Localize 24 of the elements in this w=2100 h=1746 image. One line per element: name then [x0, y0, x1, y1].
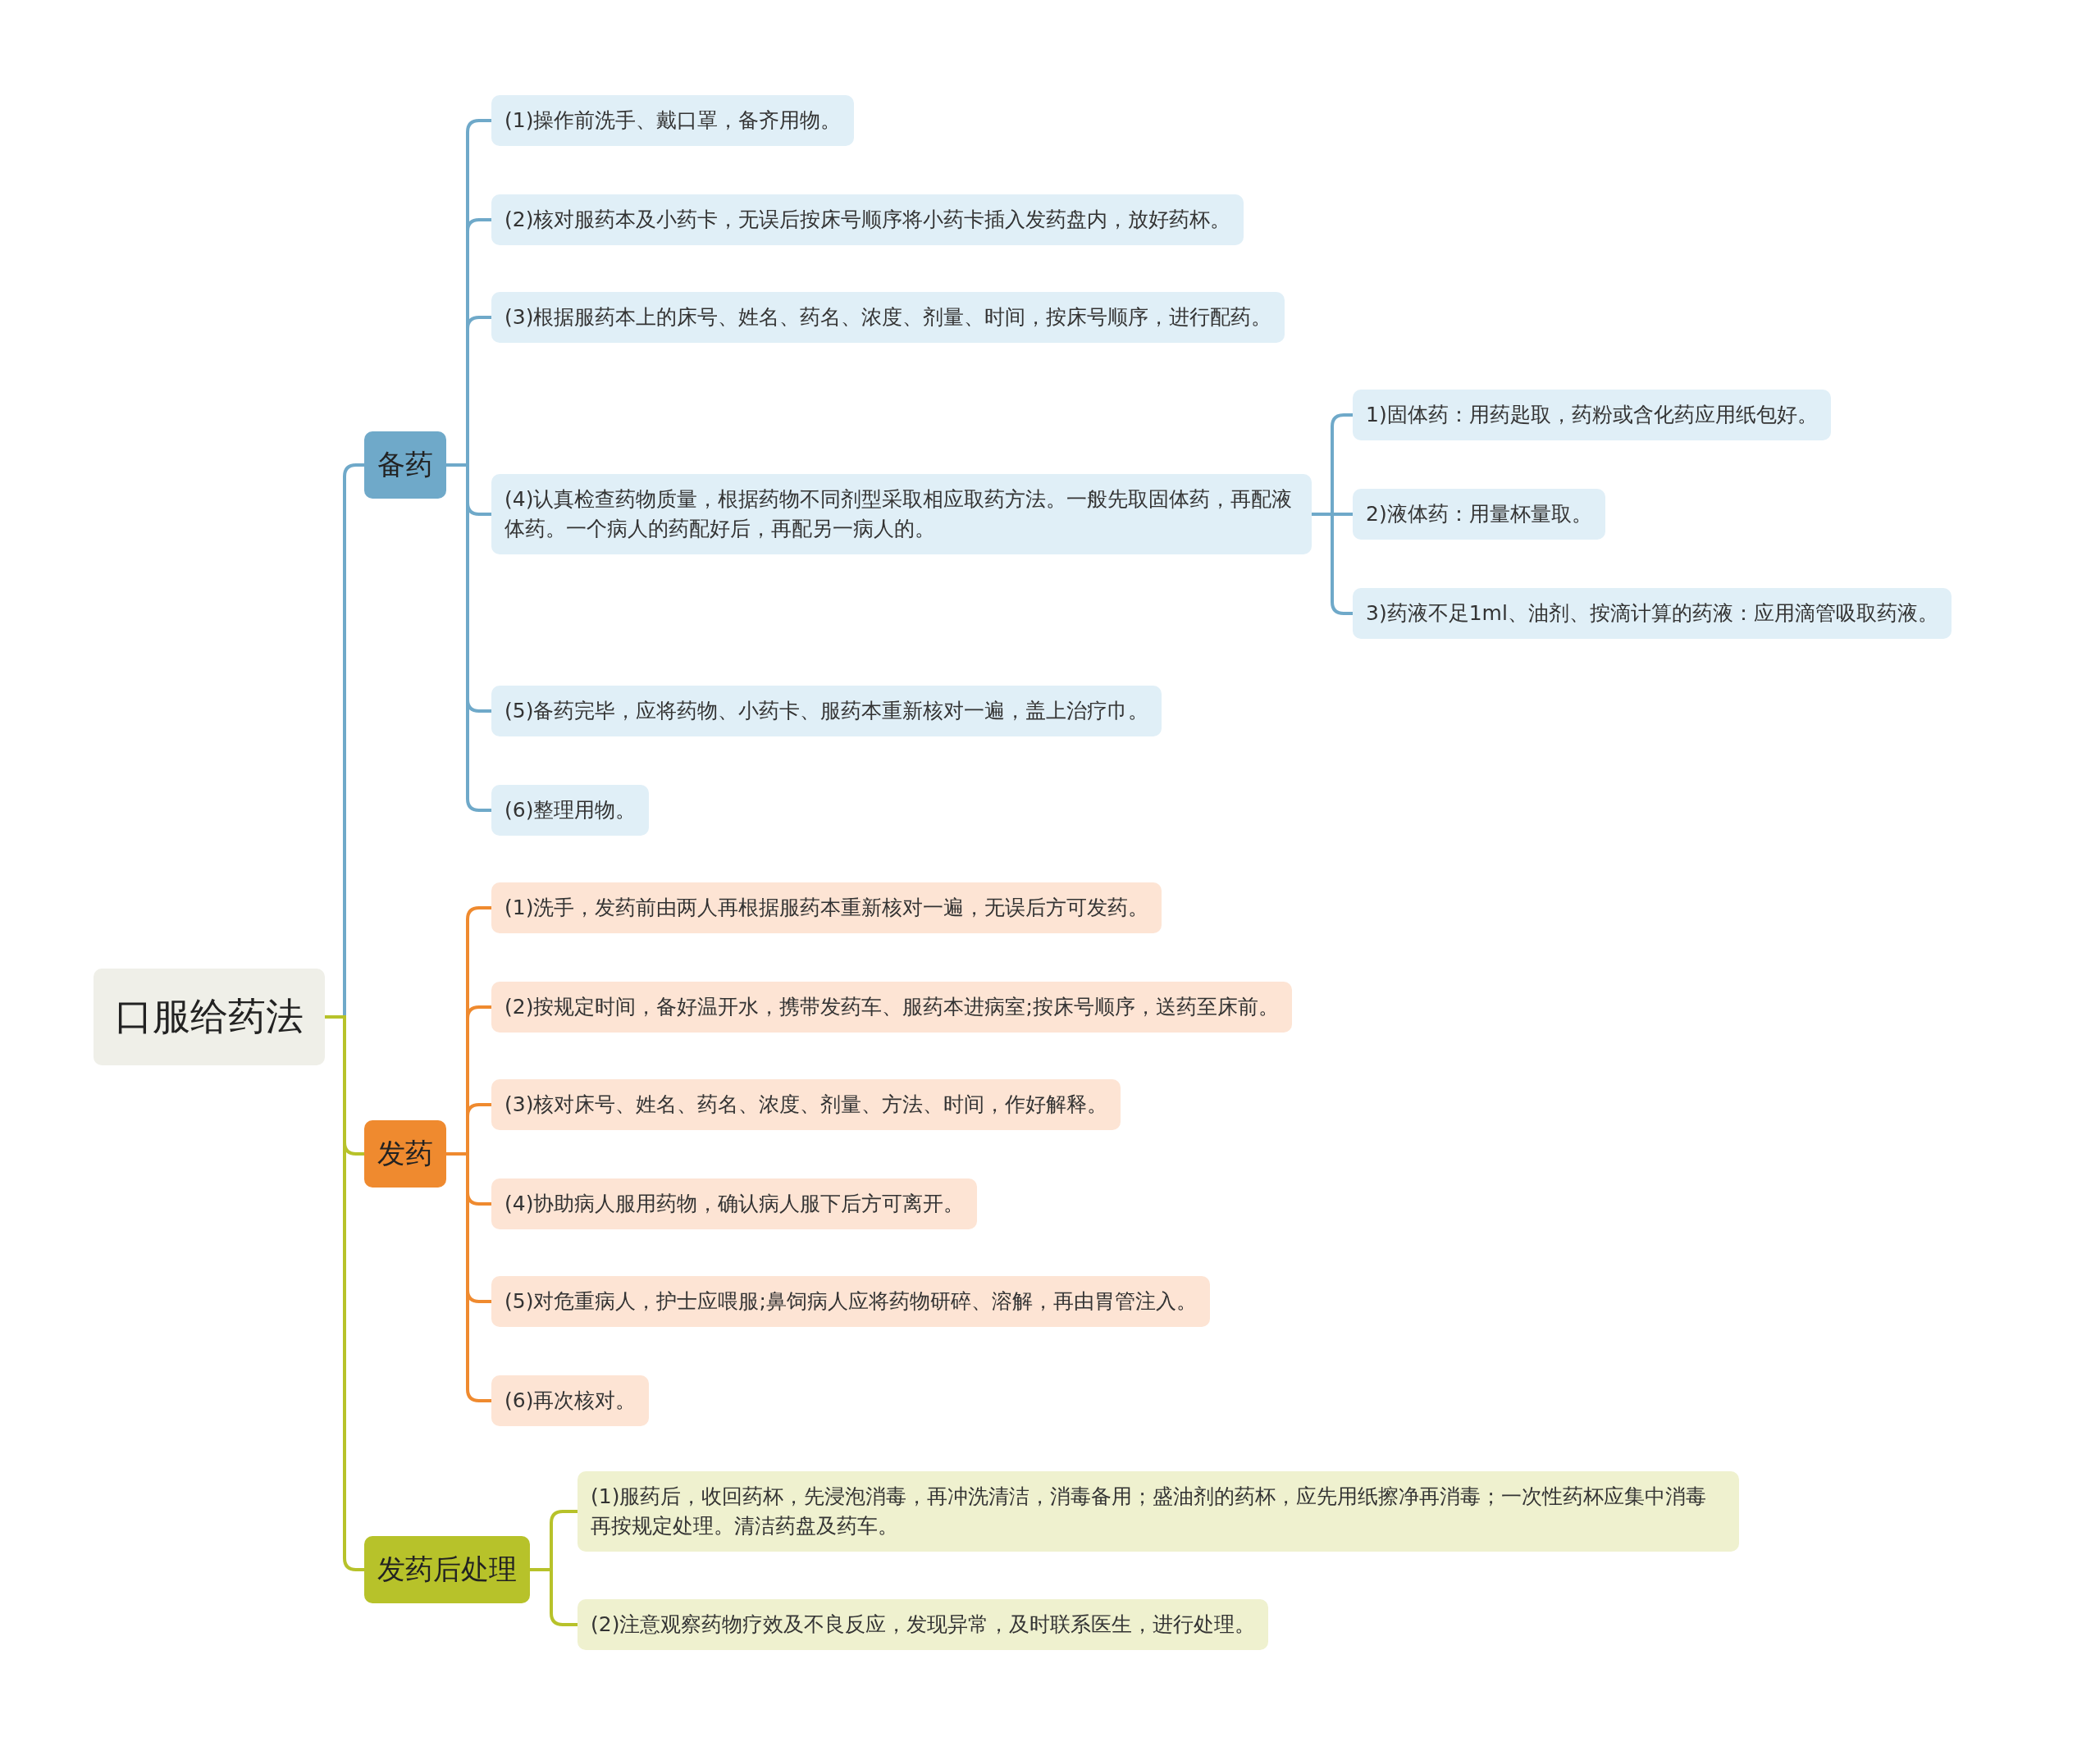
connector-line	[1312, 513, 1353, 615]
topic-box: 1)固体药：用药匙取，药粉或含化药应用纸包好。	[1353, 390, 1831, 440]
topic-box: (6)整理用物。	[491, 785, 650, 836]
branch-topic: 备药	[364, 431, 446, 499]
topic-box: (6)再次核对。	[491, 1375, 650, 1426]
topic-box: (2)注意观察药物疗效及不良反应，发现异常，及时联系医生，进行处理。	[578, 1599, 1269, 1650]
topic-box: (3)核对床号、姓名、药名、浓度、剂量、方法、时间，作好解释。	[491, 1079, 1121, 1130]
topic-box: (5)备药完毕，应将药物、小药卡、服药本重新核对一遍，盖上治疗巾。	[491, 686, 1162, 736]
connector-line	[446, 463, 491, 812]
topic-box: (2)按规定时间，备好温开水，携带发药车、服药本进病室;按床号顺序，送药至床前。	[491, 982, 1292, 1033]
topic-box: (5)对危重病人，护士应喂服;鼻饲病人应将药物研碎、溶解，再由胃管注入。	[491, 1276, 1210, 1327]
topic-box: (2)核对服药本及小药卡，无误后按床号顺序将小药卡插入发药盘内，放好药杯。	[491, 194, 1244, 245]
topic-box: 3)药液不足1ml、油剂、按滴计算的药液：应用滴管吸取药液。	[1353, 588, 1952, 639]
topic-box: (1)操作前洗手、戴口罩，备齐用物。	[491, 95, 855, 146]
central-topic: 口服给药法	[94, 969, 325, 1065]
topic-box: (4)协助病人服用药物，确认病人服下后方可离开。	[491, 1178, 978, 1229]
topic-box: 2)液体药：用量杯量取。	[1353, 489, 1605, 540]
topic-box: (1)洗手，发药前由两人再根据服药本重新核对一遍，无误后方可发药。	[491, 882, 1162, 933]
topic-box: (4)认真检查药物质量，根据药物不同剂型采取相应取药方法。一般先取固体药，再配液体药。一个病人的药配好后，再配另一病人的。	[491, 474, 1312, 554]
branch-topic: 发药后处理	[364, 1536, 530, 1603]
connector-line	[446, 1152, 491, 1402]
topic-box: (1)服药后，收回药杯，先浸泡消毒，再冲洗清洁，消毒备用；盛油剂的药杯，应先用纸擦净再消毒；一次性药杯应集中消毒再按规定处理。清洁药盘及药车。	[578, 1471, 1739, 1552]
topic-box: (3)根据服药本上的床号、姓名、药名、浓度、剂量、时间，按床号顺序，进行配药。	[491, 292, 1285, 343]
branch-topic: 发药	[364, 1120, 446, 1188]
